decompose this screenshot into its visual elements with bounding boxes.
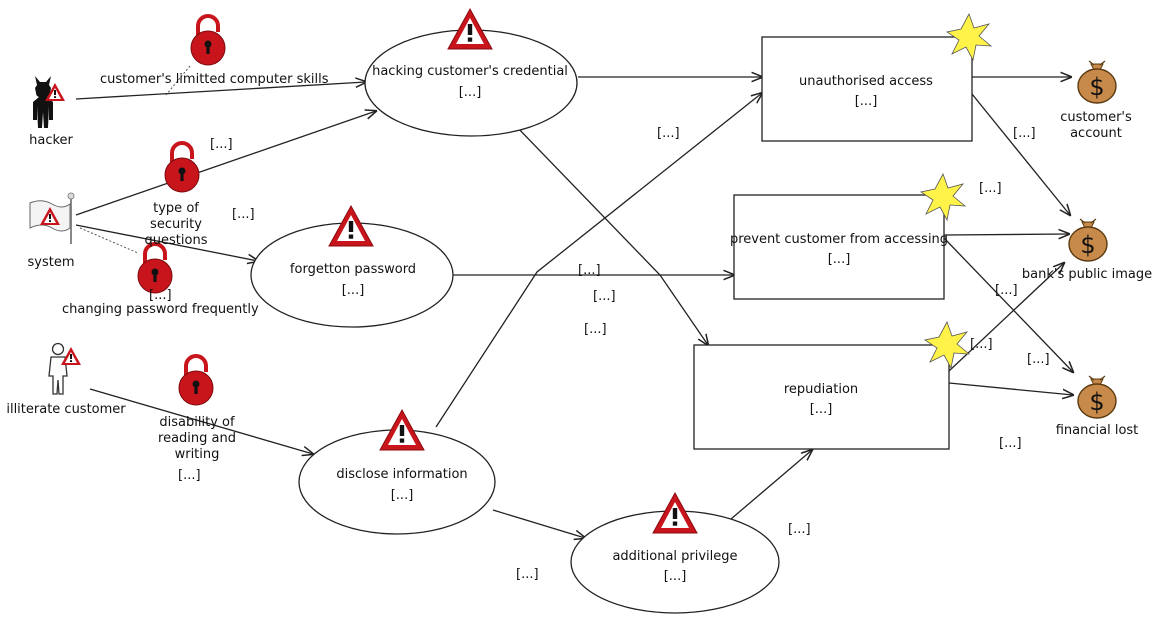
incident-label-repudiation: repudiation xyxy=(783,382,859,397)
threat-label-disclose-information: disclose information xyxy=(336,467,468,482)
actor-label-system: system xyxy=(27,255,75,270)
incident-nodes xyxy=(693,36,973,450)
incident-ellipsis-prevent-access: [...] xyxy=(827,252,851,267)
edge-ellipsis: [...] xyxy=(970,337,993,352)
edge-hacking-repudiation xyxy=(514,124,708,345)
edge-ellipsis: [...] xyxy=(178,468,201,483)
threat-label-hacking-credential: hacking customer's credential xyxy=(372,64,568,79)
unlocked-padlock-icon xyxy=(136,242,174,295)
incident-ellipsis-repudiation: [...] xyxy=(809,402,833,417)
money-bag-icon xyxy=(1068,218,1108,262)
edge-repudiation-financial xyxy=(948,382,1073,395)
threat-label-additional-privilege: additional privilege xyxy=(612,549,738,564)
threat-ellipsis-additional-privilege: [...] xyxy=(663,569,687,584)
asset-label-public-image: bank's public image xyxy=(1021,267,1153,282)
threat-label-forgotten-password: forgetton password xyxy=(289,262,417,277)
edge-ellipsis: [...] xyxy=(578,263,601,278)
edge-hacker-hacking xyxy=(75,82,366,100)
vulnerability-links xyxy=(79,65,191,254)
edge-ellipsis: [...] xyxy=(788,522,811,537)
incident-label-prevent-access: prevent customer from accessing xyxy=(729,232,949,247)
threat-ellipsis-disclose-information: [...] xyxy=(390,488,414,503)
money-bag-icon xyxy=(1077,375,1117,419)
edge-disclose-unauthorised xyxy=(435,93,762,428)
actor-label-illiterate: illiterate customer xyxy=(6,402,126,417)
money-bag-icon xyxy=(1077,60,1117,104)
incident-repudiation[interactable] xyxy=(693,344,950,450)
edge-ellipsis: [...] xyxy=(979,181,1002,196)
edge-ellipsis: [...] xyxy=(1013,126,1036,141)
illiterate-customer-icon[interactable] xyxy=(48,342,81,395)
warning-icon xyxy=(447,8,493,50)
system-icon[interactable] xyxy=(29,192,75,244)
asset-label-financial-lost: financial lost xyxy=(1055,423,1139,438)
edge-privilege-repudiation xyxy=(730,450,812,520)
edge-ellipsis: [...] xyxy=(593,289,616,304)
actor-label-hacker: hacker xyxy=(29,133,73,148)
incident-prevent-access[interactable] xyxy=(733,194,945,300)
edge-system-hacking xyxy=(75,111,376,216)
incident-ellipsis-unauthorised-access: [...] xyxy=(854,94,878,109)
edge-ellipsis: [...] xyxy=(516,567,539,582)
edge-ellipsis: [...] xyxy=(657,126,680,141)
threat-ellipsis-forgotten-password: [...] xyxy=(341,283,365,298)
unlocked-padlock-icon xyxy=(177,354,215,407)
edge-ellipsis: [...] xyxy=(232,207,255,222)
edge-ellipsis: [...] xyxy=(995,283,1018,298)
hacker-icon[interactable] xyxy=(33,76,65,128)
vulnerability-label-security-questions: type of security questions xyxy=(144,201,208,248)
unlocked-padlock-icon xyxy=(163,141,201,194)
edge-disclose-privilege xyxy=(492,509,585,538)
incident-unauthorised-access[interactable] xyxy=(761,36,973,142)
incident-label-unauthorised-access: unauthorised access xyxy=(799,74,933,89)
edge-ellipsis: [...] xyxy=(149,288,172,303)
edge-ellipsis: [...] xyxy=(1027,352,1050,367)
unlocked-padlock-icon xyxy=(189,14,227,67)
edge-ellipsis: [...] xyxy=(999,436,1022,451)
edge-ellipsis: [...] xyxy=(584,322,607,337)
vulnerability-label-changing-password: changing password frequently xyxy=(62,302,259,317)
asset-label-customer-account: customer's account xyxy=(1060,110,1132,141)
edge-unauthorised-image xyxy=(971,93,1070,215)
threat-ellipsis-hacking-credential: [...] xyxy=(458,85,482,100)
edge-ellipsis: [...] xyxy=(210,137,233,152)
vulnerability-label-computer-skills: customer's limitted computer skills xyxy=(100,72,329,87)
threat-nodes xyxy=(250,29,780,614)
edge-prevent-financial xyxy=(943,237,1073,372)
vulnerability-label-reading-writing: disability of reading and writing xyxy=(158,415,236,462)
edge-prevent-image xyxy=(943,234,1069,235)
edge-system-forgotten xyxy=(75,224,258,261)
edges xyxy=(75,77,1073,538)
edge-illiterate-disclose xyxy=(89,388,313,454)
